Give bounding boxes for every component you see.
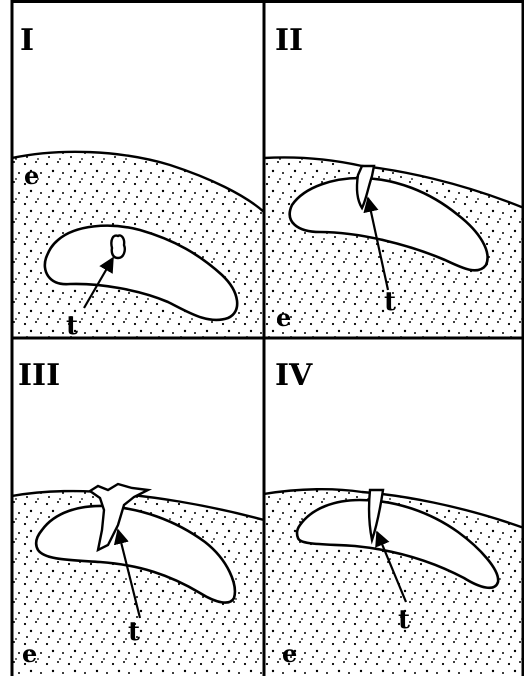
panel-label: II <box>275 23 303 58</box>
pointer-label: t <box>398 605 410 635</box>
panel-label: III <box>18 358 60 393</box>
panel-label: IV <box>275 358 313 393</box>
panel-4: IV e t <box>264 358 524 676</box>
panel-3: III e t <box>12 358 264 676</box>
panel-label: I <box>20 23 34 58</box>
region-label: e <box>282 639 297 668</box>
pointer-label: t <box>384 287 396 317</box>
region-label: e <box>22 639 37 668</box>
region-label: e <box>24 161 39 190</box>
panel-2: II e t <box>264 23 524 338</box>
panel-1: I e t <box>12 23 264 341</box>
pointer-label: t <box>128 617 140 647</box>
tooth-germ-shape <box>111 235 124 258</box>
region-label: e <box>276 303 291 332</box>
